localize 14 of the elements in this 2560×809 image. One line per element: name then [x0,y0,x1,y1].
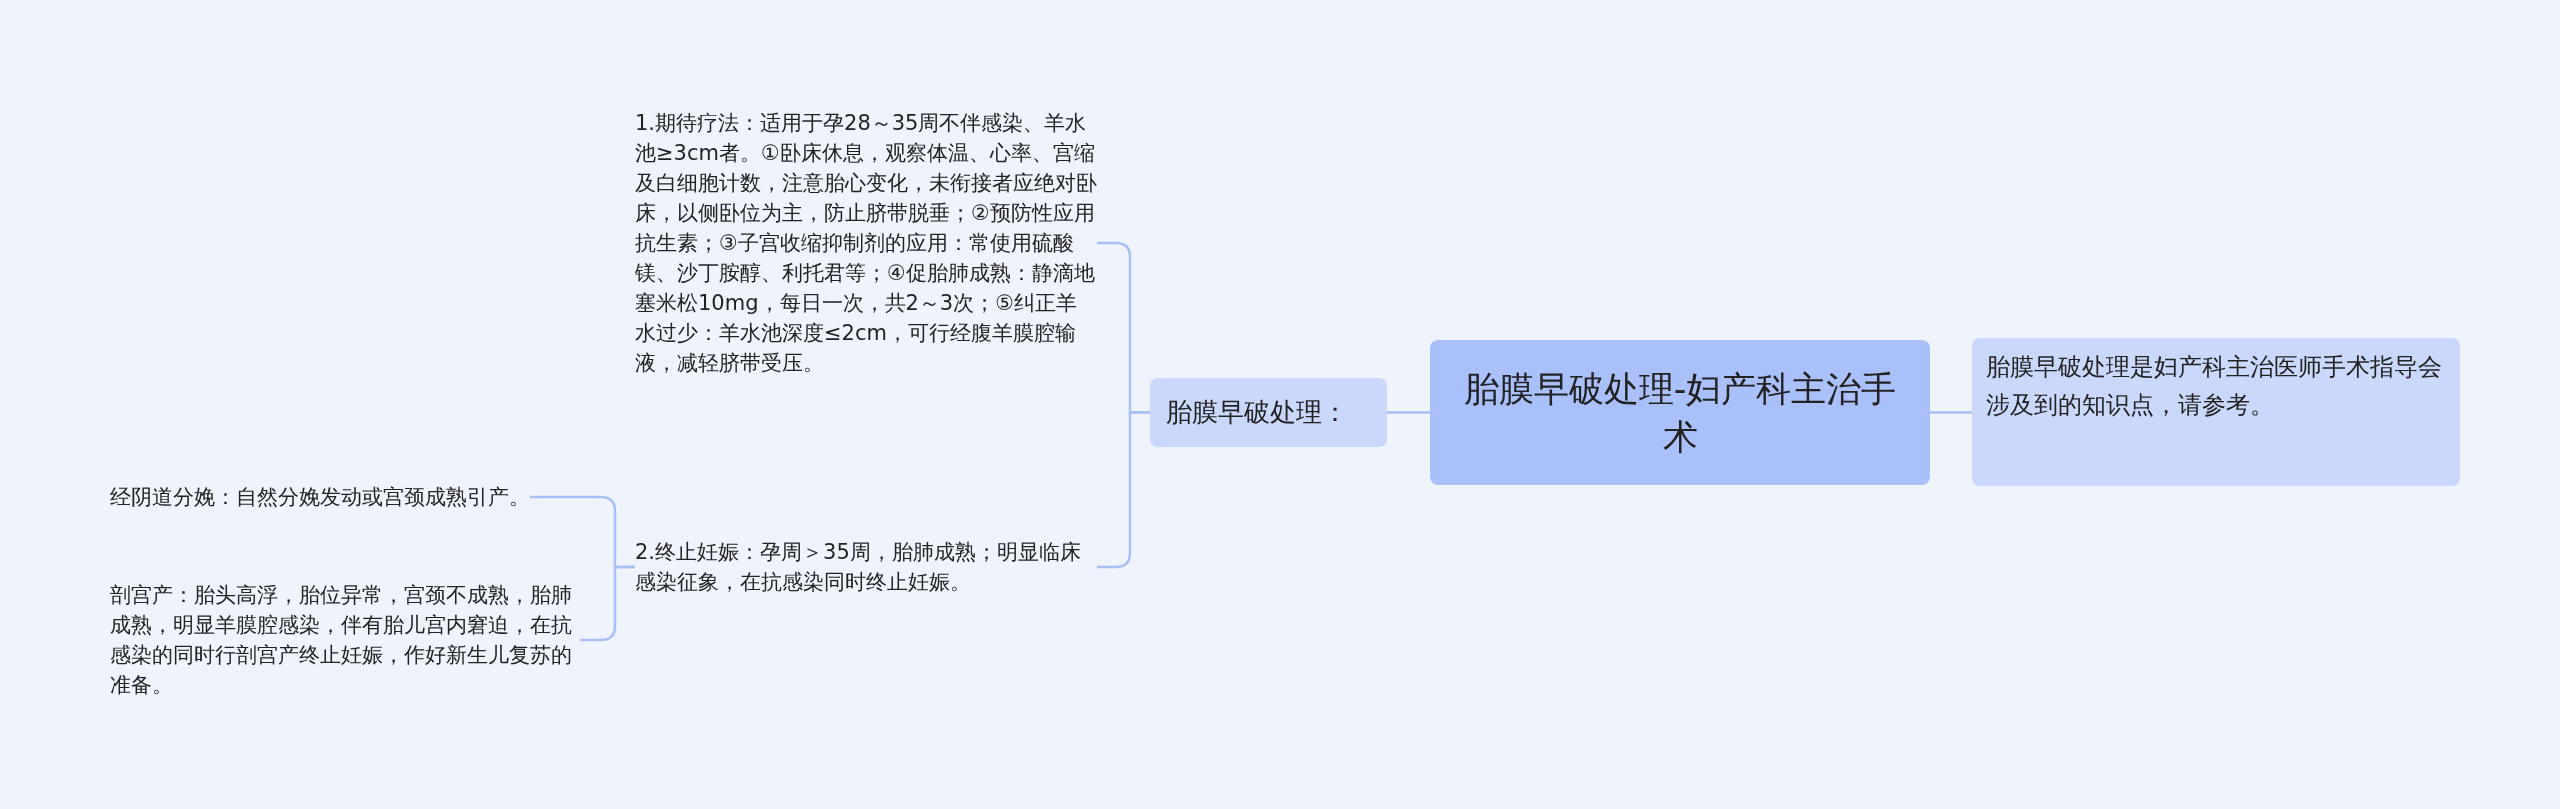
topic-text: 2.终止妊娠：孕周＞35周，胎肺成熟；明显临床感染征象，在抗感染同时终止妊娠。 [635,537,1097,597]
topic-label: 胎膜早破处理： [1166,396,1348,429]
connector-line [1387,411,1430,414]
connector-line [1930,411,1972,414]
topic-label: 胎膜早破处理是妇产科主治医师手术指导会涉及到的知识点，请参考。 [1986,353,2442,419]
summary-box [1972,338,2460,486]
topic-text: 1.期待疗法：适用于孕28～35周不伴感染、羊水池≥3cm者。①卧床休息，观察体温、心率、宫缩及白细胞计数，注意胎心变化，未衔接者应绝对卧床，以侧卧位为主，防止脐带脱垂；②预防性应用抗生素；③子宫收缩抑制剂的应用：常使用硫酸镁、沙丁胺醇、利托君等；④促胎肺成熟：静滴地塞米松10mg，每日一次，共2～3次；⑤纠正羊水过少：羊水池深度≤2cm，可行经腹羊膜腔输液，减轻脐带受压。 [635,108,1097,378]
topic-text: 剖宫产：胎头高浮，胎位异常，宫颈不成熟，胎肺成熟，明显羊膜腔感染，伴有胎儿宫内窘迫，在抗感染的同时行剖宫产终止妊娠，作好新生儿复苏的准备。 [110,580,580,700]
topic-text: 经阴道分娩：自然分娩发动或宫颈成熟引产。 [110,482,530,512]
connector-line [580,565,635,642]
topic-box [1150,378,1387,447]
central-topic-box [1430,340,1930,485]
topic-label: 胎膜早破处理-妇产科主治手术 [1462,367,1898,459]
connector-line [1097,411,1150,569]
